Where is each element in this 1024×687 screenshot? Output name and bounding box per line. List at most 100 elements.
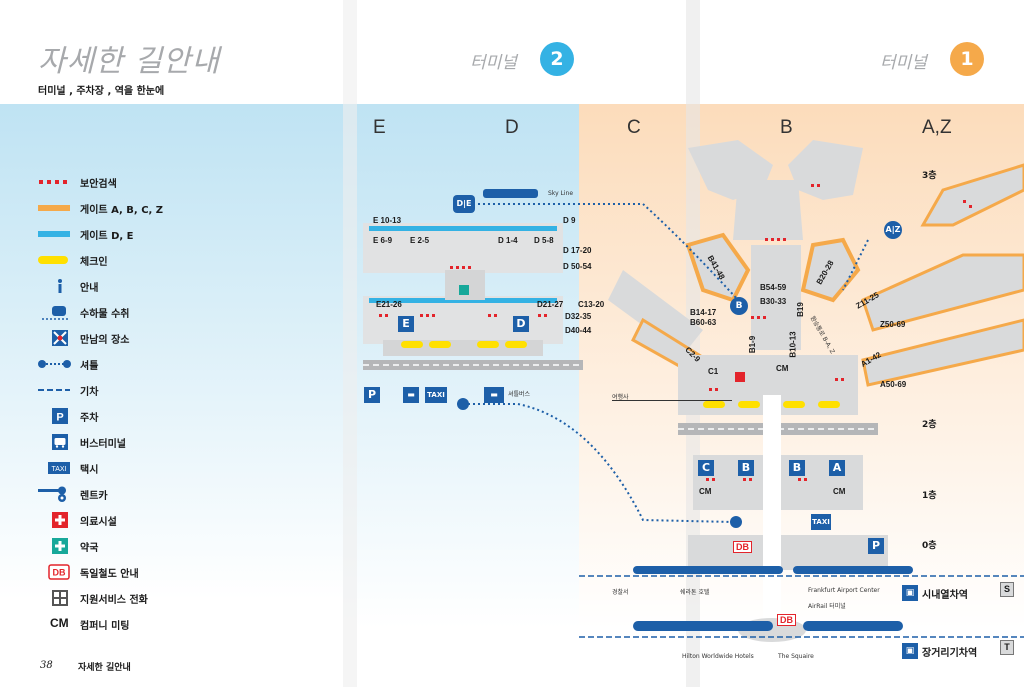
airrail-label: AirRail 터미널 <box>808 603 846 610</box>
cm-label: CM <box>699 487 712 496</box>
legend-item: 수하물 수취 <box>38 302 278 322</box>
taxi-symbol: TAXI <box>51 466 66 473</box>
legend-item: CM 컴퍼니 미팅 <box>38 614 278 634</box>
legend-label: 보안검색 <box>80 179 117 190</box>
gate-label: D40-44 <box>565 326 592 335</box>
baggage-e-badge: E <box>398 316 414 332</box>
rental-car-icon <box>38 486 66 502</box>
page-subtitle: 터미널 , 주차장 , 역을 한눈에 <box>38 86 165 97</box>
legend-label: 독일철도 안내 <box>80 569 139 580</box>
shuttle-bus-icon: ▬ <box>484 387 504 403</box>
legend-item: 지원서비스 전화 <box>38 588 278 608</box>
gate-label: E 2-5 <box>410 236 430 245</box>
regional-station-label: 시내열차역 <box>922 590 968 601</box>
db-rail-info-icon: DB <box>48 564 70 580</box>
fac-label: Frankfurt Airport Center <box>808 587 880 594</box>
legend-label: 택시 <box>80 465 99 476</box>
baggage-a-badge: A <box>829 460 845 476</box>
legend-item: 안내 <box>38 276 278 296</box>
az-badge: A|Z <box>884 221 902 239</box>
column-e: E <box>373 117 386 138</box>
checkin-icon <box>38 256 68 264</box>
pharmacy-icon <box>459 285 469 295</box>
legend-label: 수하물 수취 <box>80 309 130 320</box>
gate-label: E 6-9 <box>373 236 393 245</box>
gate-label: A50-69 <box>880 380 907 389</box>
gate-abcz-line-icon <box>38 205 70 211</box>
gate-label: C1 <box>708 367 719 376</box>
page-number: 38 <box>40 660 53 671</box>
db-rail-info-icon: DB <box>777 614 796 626</box>
taxi-icon: TAXI <box>811 514 831 530</box>
gate-label: B19 <box>795 302 805 317</box>
parking-icon: P <box>52 408 68 424</box>
terminal1-label: 터미널 <box>880 53 927 73</box>
baggage-claim-icon <box>42 306 70 320</box>
skyline-label: Sky Line <box>548 190 574 197</box>
gate-label: D 9 <box>563 216 576 225</box>
cm-label: CM <box>776 364 789 373</box>
travel-agency-label: 여행사 <box>612 394 629 401</box>
terminal2-building <box>363 223 583 370</box>
hilton-label: Hilton Worldwide Hotels <box>682 653 754 660</box>
t-badge: T <box>1000 640 1014 655</box>
train-icon <box>38 389 70 391</box>
taxi-icon: TAXI <box>48 462 70 474</box>
gate-label: B10-13 <box>788 331 798 358</box>
bus-terminal-icon: ▬ <box>403 387 419 403</box>
security-check-icon <box>39 180 67 184</box>
footer-text: 자세한 길안내 <box>78 663 131 673</box>
column-d: D <box>505 117 519 138</box>
parking-icon: P <box>868 538 884 554</box>
legend-item: 만남의 장소 <box>38 328 278 348</box>
legend-item: 의료시설 <box>38 510 278 530</box>
baggage-d-badge: D <box>513 316 529 332</box>
legend-label: 체크인 <box>80 257 108 268</box>
column-az: A,Z <box>922 117 952 138</box>
gate-label: C13-20 <box>578 300 605 309</box>
legend-label: 의료시설 <box>80 517 117 528</box>
terminal2-badge: 2 <box>540 42 574 76</box>
baggage-c-badge: C <box>698 460 714 476</box>
legend-label: 지원서비스 전화 <box>80 595 148 606</box>
company-meeting-icon: CM <box>50 616 69 630</box>
squaire-label: The Squaire <box>778 653 814 660</box>
legend-item: TAXI 택시 <box>38 458 278 478</box>
gate-label: D 5-8 <box>534 236 554 245</box>
gate-label: D21-27 <box>537 300 564 309</box>
legend-label: 약국 <box>80 543 99 554</box>
shuttle-bus-route <box>463 403 734 523</box>
meeting-point-icon <box>52 330 68 346</box>
baggage-b-badge: B <box>730 297 748 315</box>
gate-label: D 50-54 <box>563 262 592 271</box>
train-station-icon: ▣ <box>902 585 918 601</box>
floor-2: 2층 <box>922 420 937 430</box>
shuttle-icon <box>38 360 71 368</box>
s-bahn-badge: S <box>1000 582 1014 597</box>
legend-item: 게이트 A, B, C, Z <box>38 198 278 218</box>
de-badge: D|E <box>453 195 475 213</box>
gate-label: D 1-4 <box>498 236 518 245</box>
legend-item: DB 독일철도 안내 <box>38 562 278 582</box>
gate-label: B30-33 <box>760 297 787 306</box>
legend-label: 버스터미널 <box>80 439 126 450</box>
parking-symbol: P <box>56 412 63 424</box>
legend-item: 기차 <box>38 380 278 400</box>
legend-item: 버스터미널 <box>38 432 278 452</box>
gate-label: E 10-13 <box>373 216 402 225</box>
legend-label: 렌트카 <box>80 491 108 502</box>
legend-label: 컴퍼니 미팅 <box>80 621 130 632</box>
floor-3: 3층 <box>922 171 937 181</box>
shuttle-bus-label: 셔틀버스 <box>508 391 531 398</box>
legend-item: 약국 <box>38 536 278 556</box>
legend-item: 보안검색 <box>38 172 278 192</box>
baggage-b-badge: B <box>789 460 805 476</box>
legend-item: 렌트카 <box>38 484 278 504</box>
legend-label: 안내 <box>80 283 99 294</box>
ice-train-icon <box>633 621 773 631</box>
cm-label: CM <box>833 487 846 496</box>
column-b: B <box>780 117 793 138</box>
gate-label: B1-9 <box>748 335 758 354</box>
terminal2-label: 터미널 <box>470 53 517 73</box>
pharmacy-icon <box>52 538 68 554</box>
